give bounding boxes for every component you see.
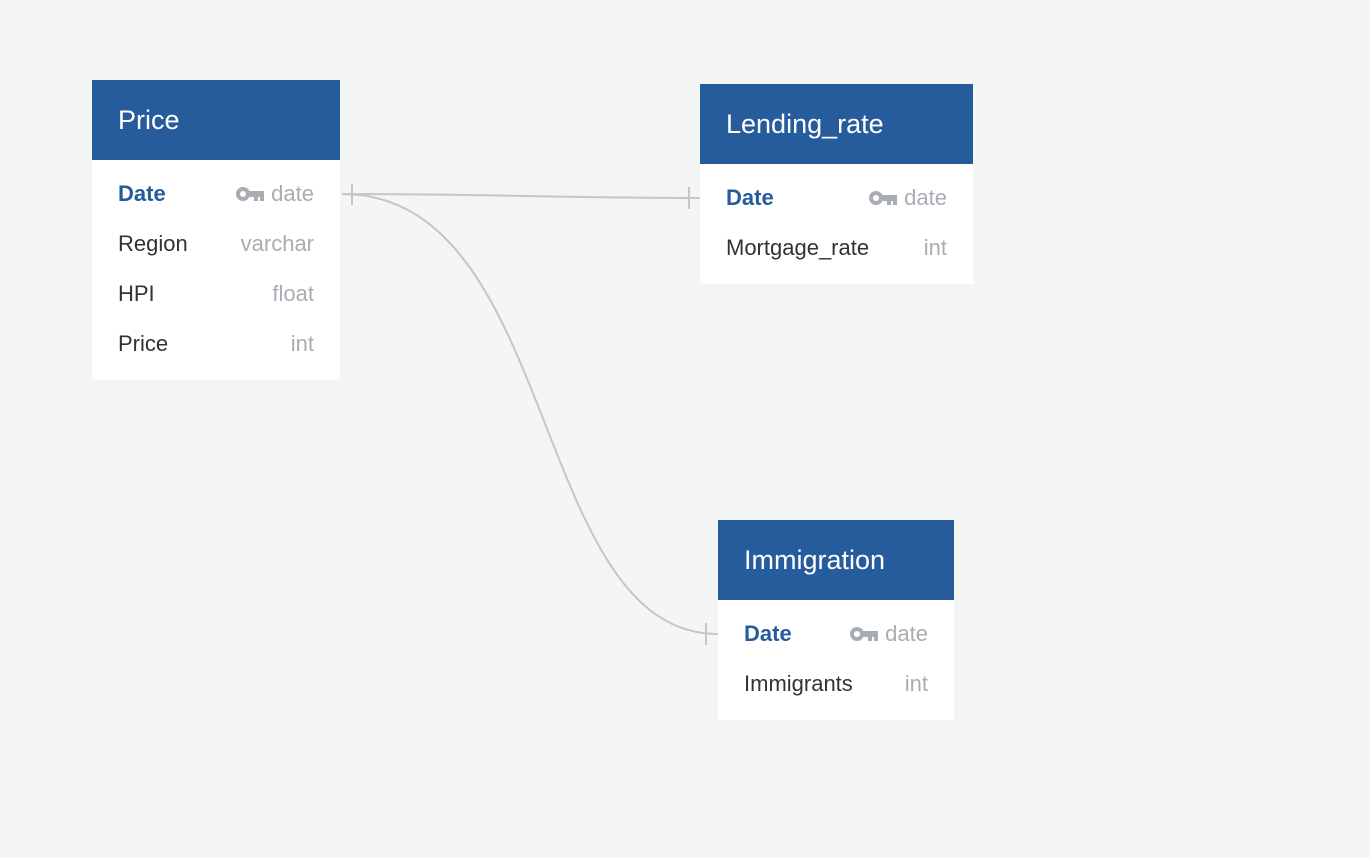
key-icon [849, 626, 879, 642]
column-type-label: date [885, 621, 928, 646]
column-name: Price [118, 331, 169, 356]
column-row-mortgage-rate[interactable]: Mortgage_rate int [700, 223, 973, 273]
table-title[interactable]: Lending_rate [700, 84, 973, 164]
relationship-price-lending[interactable] [341, 193, 701, 199]
column-type: date [868, 173, 947, 223]
column-type-label: int [923, 235, 947, 260]
column-type-label: int [290, 331, 314, 356]
column-name: Date [726, 185, 774, 210]
column-row-date[interactable]: Date date [700, 173, 973, 223]
table-columns: Date date Mortgage_rate [700, 164, 973, 284]
table-columns: Date date Immigrants [718, 600, 954, 720]
column-type-label: date [271, 181, 314, 206]
column-name: Date [744, 621, 792, 646]
key-icon [868, 190, 898, 206]
column-row-region[interactable]: Region varchar [92, 219, 340, 269]
column-type: date [849, 609, 928, 659]
table-lending-rate[interactable]: Lending_rate Date date [700, 84, 973, 284]
column-type-label: date [904, 185, 947, 210]
column-row-date[interactable]: Date date [92, 169, 340, 219]
column-type-label: float [272, 281, 314, 306]
relationship-price-immigration[interactable] [341, 193, 719, 635]
table-title[interactable]: Immigration [718, 520, 954, 600]
column-row-immigrants[interactable]: Immigrants int [718, 659, 954, 709]
table-title[interactable]: Price [92, 80, 340, 160]
column-type-label: varchar [240, 231, 314, 256]
column-name: Immigrants [744, 671, 853, 696]
column-row-price[interactable]: Price int [92, 319, 340, 369]
column-type-label: int [904, 671, 928, 696]
column-row-date[interactable]: Date date [718, 609, 954, 659]
key-icon [235, 186, 265, 202]
table-immigration[interactable]: Immigration Date date [718, 520, 954, 720]
column-name: Region [118, 231, 188, 256]
column-name: HPI [118, 281, 155, 306]
column-row-hpi[interactable]: HPI float [92, 269, 340, 319]
column-name: Mortgage_rate [726, 235, 870, 260]
table-columns: Date date Region va [92, 160, 340, 380]
column-type: date [235, 169, 314, 219]
column-name: Date [118, 181, 166, 206]
table-price[interactable]: Price Date date [92, 80, 340, 380]
